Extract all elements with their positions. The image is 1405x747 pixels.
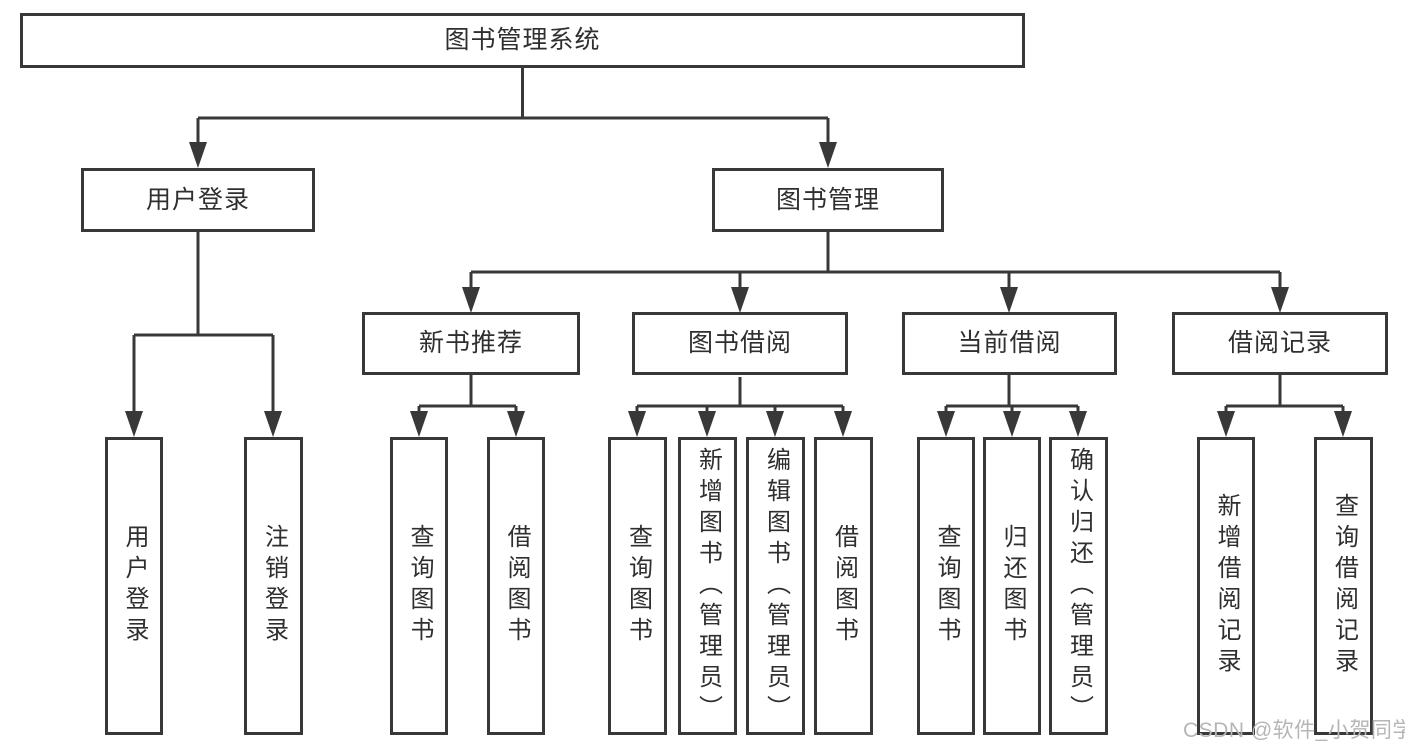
node-library-management-system: 图书管理系统 xyxy=(20,13,1025,68)
connector-user-login-branch xyxy=(132,232,275,415)
watermark: CSDN @软件_小贺同学 xyxy=(1183,719,1405,742)
node-label: 借阅图书 xyxy=(503,524,530,648)
leaf-query-books-current: 查询图书 xyxy=(917,437,975,735)
node-label: 借阅图书 xyxy=(830,524,858,648)
arrow-down-icon xyxy=(410,411,428,437)
leaf-query-books-borrowing: 查询图书 xyxy=(608,437,667,735)
node-label: 新书推荐 xyxy=(418,329,523,357)
arrow-down-icon xyxy=(1334,411,1352,437)
leaf-borrow-books: 借阅图书 xyxy=(814,437,873,735)
arrow-down-icon xyxy=(1003,411,1021,437)
node-borrowing-records: 借阅记录 xyxy=(1172,312,1388,375)
arrow-down-icon xyxy=(189,142,207,168)
arrow-down-icon xyxy=(731,287,749,313)
arrow-down-icon xyxy=(462,287,480,313)
node-label: 查询图书 xyxy=(406,524,433,648)
arrow-down-icon xyxy=(834,411,852,437)
leaf-borrow-books-recommend: 借阅图书 xyxy=(487,437,545,735)
node-book-borrowing: 图书借阅 xyxy=(632,312,848,375)
leaf-query-borrowing-record: 查询借阅记录 xyxy=(1314,437,1373,735)
connector-new-book-branch xyxy=(417,375,518,415)
arrow-down-icon xyxy=(628,411,646,437)
connector-book-borrow-branch xyxy=(635,377,845,415)
connector-borrow-record-branch xyxy=(1224,375,1345,415)
leaf-logout: 注销登录 xyxy=(244,437,303,735)
node-label: 编辑图书（管理员） xyxy=(762,446,790,726)
arrow-down-icon xyxy=(937,411,955,437)
leaf-add-books-admin: 新增图书（管理员） xyxy=(678,437,737,735)
node-label: 查询借阅记录 xyxy=(1330,493,1358,679)
arrow-down-icon xyxy=(766,411,784,437)
node-book-management: 图书管理 xyxy=(712,168,944,232)
arrow-down-icon xyxy=(1217,411,1235,437)
leaf-return-books: 归还图书 xyxy=(983,437,1041,735)
node-new-book-recommendation: 新书推荐 xyxy=(362,312,580,375)
node-label: 用户登录 xyxy=(121,524,148,648)
node-label: 用户登录 xyxy=(145,185,250,214)
arrow-down-icon xyxy=(1069,411,1087,437)
node-current-borrowing: 当前借阅 xyxy=(902,312,1117,375)
arrow-down-icon xyxy=(125,411,143,437)
connector-current-borrow-branch xyxy=(944,375,1080,415)
arrow-down-icon xyxy=(507,411,525,437)
leaf-add-borrowing-record: 新增借阅记录 xyxy=(1197,437,1255,735)
arrow-down-icon xyxy=(819,142,837,168)
node-label: 查询图书 xyxy=(624,524,652,648)
node-label: 查询图书 xyxy=(933,524,960,648)
node-label: 图书借阅 xyxy=(687,329,792,357)
node-label: 图书管理 xyxy=(775,185,880,214)
arrow-down-icon xyxy=(1271,287,1289,313)
leaf-query-books-recommend: 查询图书 xyxy=(390,437,448,735)
node-label: 图书管理系统 xyxy=(444,26,601,54)
node-label: 借阅记录 xyxy=(1227,329,1332,357)
node-label: 注销登录 xyxy=(260,524,288,648)
leaf-edit-books-admin: 编辑图书（管理员） xyxy=(746,437,805,735)
node-label: 新增借阅记录 xyxy=(1213,493,1240,679)
arrow-down-icon xyxy=(264,411,282,437)
node-label: 归还图书 xyxy=(999,524,1026,648)
node-label: 确认归还（管理员） xyxy=(1065,446,1093,726)
node-label: 当前借阅 xyxy=(957,329,1062,357)
leaf-user-login: 用户登录 xyxy=(105,437,163,735)
node-user-login: 用户登录 xyxy=(81,168,315,232)
arrow-down-icon xyxy=(1000,287,1018,313)
arrow-down-icon xyxy=(698,411,716,437)
connector-root-to-level2 xyxy=(196,68,830,146)
leaf-confirm-return-admin: 确认归还（管理员） xyxy=(1049,437,1108,735)
node-label: 新增图书（管理员） xyxy=(694,446,722,726)
connector-book-mgmt-branch xyxy=(469,232,1282,290)
